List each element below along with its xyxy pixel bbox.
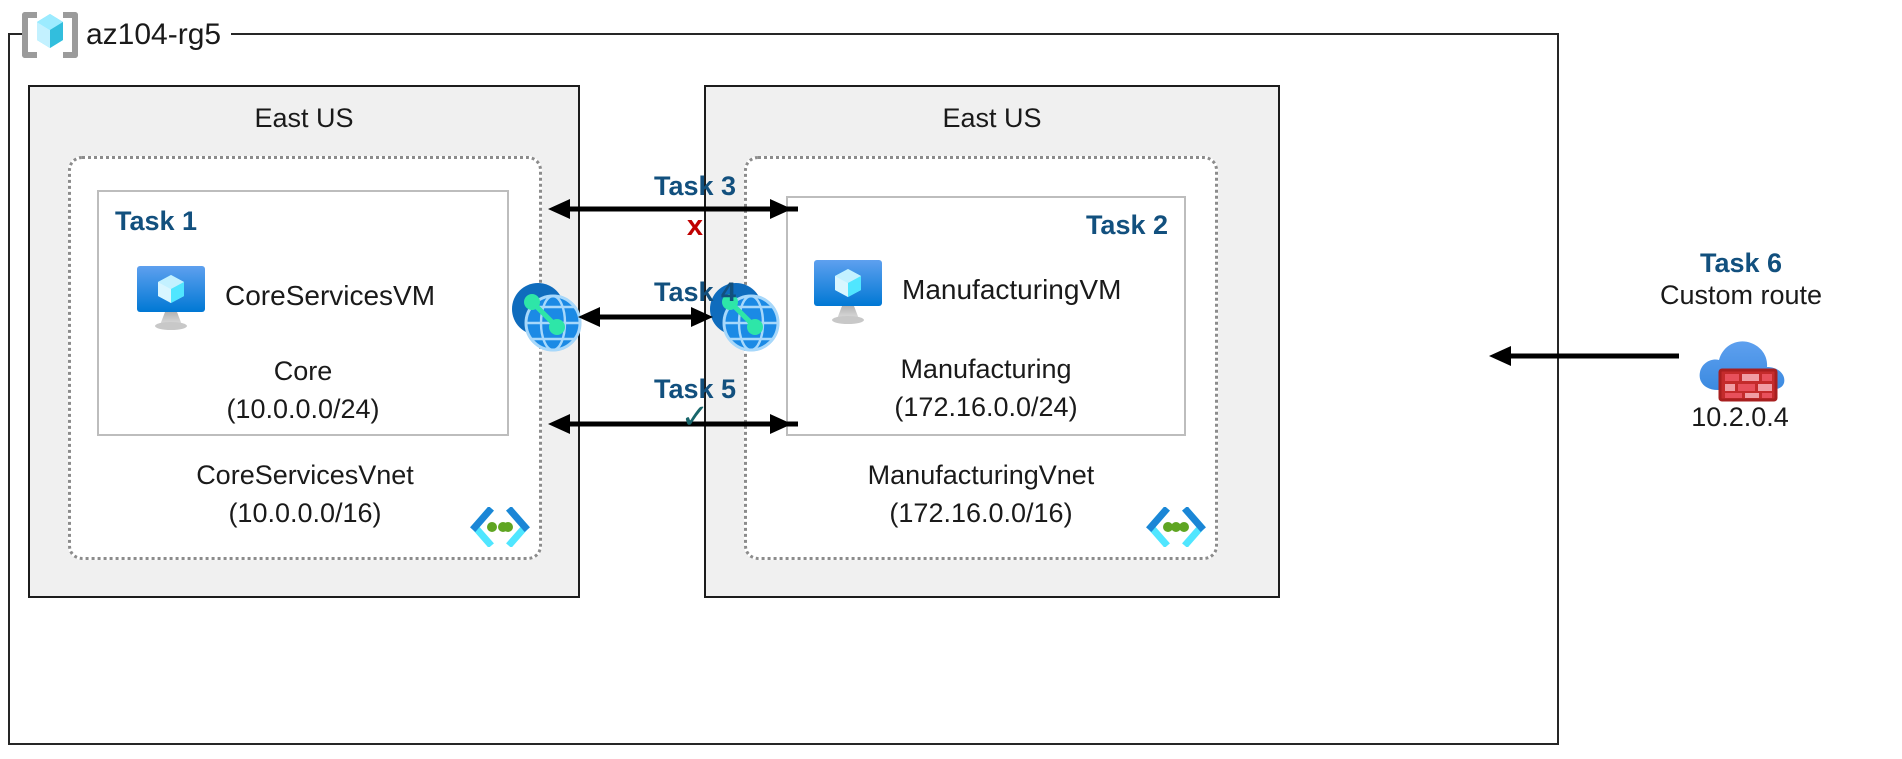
virtual-network-icon-core (469, 506, 531, 548)
vnet-name-manufacturing: ManufacturingVnet (172.16.0.0/16) (867, 460, 1095, 529)
region-label-left: East US (254, 103, 354, 133)
vm-name-manufacturing: ManufacturingVM (902, 274, 1122, 305)
task-5-arrow-right (672, 414, 792, 434)
firewall-cloud-icon (1694, 328, 1790, 404)
vnet-peering-icon-right (706, 279, 780, 353)
virtual-machine-icon-core (135, 260, 207, 332)
vnet-peering-icon-left (508, 279, 582, 353)
task-5-checkmark-icon: ✓ (680, 398, 710, 436)
task-6-label: Task 6 Custom route (1596, 247, 1886, 312)
task-5-label: Task 5 (653, 374, 737, 404)
subnet-box-core: Task 1 (97, 190, 509, 436)
task-3-arrow-right (672, 199, 792, 219)
task-tag-2: Task 2 (1085, 210, 1168, 240)
virtual-network-icon-manufacturing (1145, 506, 1207, 548)
task-6-description: Custom route (1659, 280, 1823, 311)
virtual-machine-icon-manufacturing (812, 254, 884, 326)
resource-group-cube-icon (22, 10, 78, 60)
vm-row-manufacturing: ManufacturingVM (812, 254, 1121, 326)
subnet-box-manufacturing: Task 2 (786, 196, 1186, 436)
resource-group-name: az104-rg5 (86, 18, 222, 51)
task-3-cross-icon: x (686, 210, 704, 242)
task-4-label: Task 4 (653, 277, 737, 307)
resource-group-title: az104-rg5 (22, 10, 232, 60)
subnet-name-core: Core (10.0.0.0/24) (226, 356, 380, 425)
subnet-name-manufacturing: Manufacturing (172.16.0.0/24) (894, 354, 1078, 423)
vm-name-core: CoreServicesVM (225, 280, 436, 311)
task-3-label: Task 3 (653, 171, 737, 201)
resource-group-frame (8, 33, 1559, 745)
region-label-right: East US (942, 103, 1042, 133)
task-4-arrow-double (578, 307, 713, 327)
vm-row-core: CoreServicesVM (135, 260, 435, 332)
task-6-arrow-left (1489, 346, 1679, 366)
firewall-ip-address: 10.2.0.4 (1691, 402, 1789, 432)
task-tag-1: Task 1 (115, 206, 198, 236)
vnet-name-core: CoreServicesVnet (10.0.0.0/16) (196, 460, 414, 529)
task-6-title: Task 6 (1699, 248, 1783, 278)
